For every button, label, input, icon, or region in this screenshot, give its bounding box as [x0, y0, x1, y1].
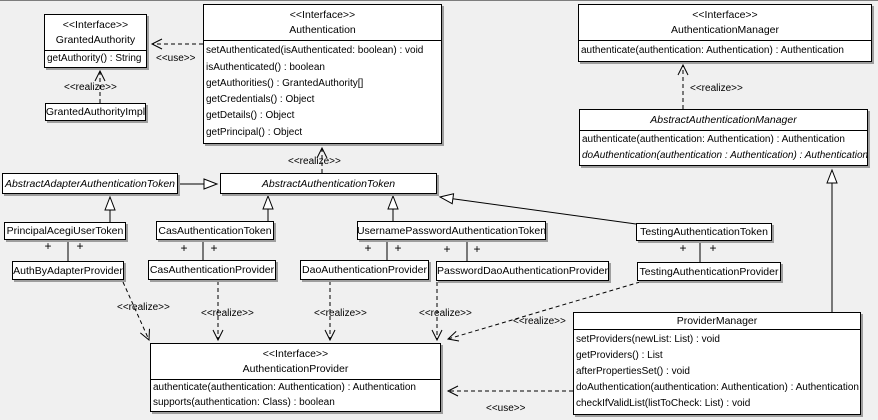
class-name: AbstractAuthenticationToken: [261, 177, 396, 190]
class-name: CasAuthenticationToken: [158, 224, 272, 237]
method-row: getAuthorities() : GrantedAuthority[]: [206, 77, 364, 89]
edge-label-use: <<use>>: [156, 53, 196, 64]
stereotype: <<Interface>>: [262, 348, 329, 360]
class-name: AuthenticationProvider: [242, 363, 349, 375]
method-row: afterPropertiesSet() : void: [576, 366, 690, 377]
class-granted-authority[interactable]: <<Interface>> GrantedAuthority getAuthor…: [44, 14, 147, 68]
class-name: PrincipalAcegiUserToken: [6, 225, 124, 237]
class-abstract-authentication-token[interactable]: AbstractAuthenticationToken: [220, 173, 437, 194]
class-name: CasAuthenticationProvider: [149, 264, 275, 276]
class-provider-manager[interactable]: ProviderManager setProviders(newList: Li…: [573, 312, 861, 415]
class-cas-authentication-token[interactable]: CasAuthenticationToken: [156, 221, 274, 240]
method-row: setAuthenticated(isAuthenticated: boolea…: [206, 45, 424, 57]
class-name: AbstractAuthenticationManager: [650, 113, 797, 126]
class-name: DaoAuthenticationProvider: [302, 264, 427, 276]
method-row: setProviders(newList: List) : void: [576, 334, 720, 345]
assoc-end-plus: +: [364, 241, 372, 255]
class-name: AuthByAdapterProvider: [13, 264, 123, 277]
assoc-end-plus: +: [443, 242, 451, 256]
assoc-end-plus: +: [679, 241, 687, 255]
stereotype: <<Interface>>: [692, 9, 758, 21]
assoc-end-plus: +: [180, 241, 188, 255]
class-abstract-authentication-manager[interactable]: AbstractAuthenticationManager authentica…: [579, 109, 868, 166]
edge-label-realize: <<realize>>: [419, 308, 472, 319]
class-name: AuthenticationManager: [671, 24, 779, 36]
stereotype: <<Interface>>: [62, 19, 129, 31]
assoc-end-plus: +: [44, 239, 52, 253]
class-authentication[interactable]: <<Interface>> Authentication setAuthenti…: [203, 4, 442, 144]
class-authentication-manager[interactable]: <<Interface>> AuthenticationManager auth…: [578, 4, 872, 62]
method-row: authenticate(authentication: Authenticat…: [582, 134, 845, 146]
assoc-end-plus: +: [709, 241, 717, 255]
edge-label-realize: <<realize>>: [513, 316, 566, 327]
method-row: getDetails() : Object: [206, 110, 295, 122]
class-granted-authority-impl[interactable]: GrantedAuthorityImpl: [45, 103, 146, 121]
edge-label-use: <<use>>: [486, 403, 526, 414]
method-row: getProviders() : List: [576, 350, 663, 361]
assoc-end-plus: +: [394, 241, 402, 255]
class-name: TestingAuthenticationToken: [640, 226, 768, 238]
stereotype: <<Interface>>: [289, 9, 356, 21]
class-password-dao-authentication-provider[interactable]: PasswordDaoAuthenticationProvider: [436, 261, 609, 281]
class-name: AbstractAdapterAuthenticationToken: [4, 177, 176, 190]
class-name: Authentication: [289, 24, 356, 36]
edge-label-realize: <<realize>>: [64, 82, 117, 93]
edge-label-realize: <<realize>>: [314, 308, 367, 319]
class-name: TestingAuthenticationProvider: [639, 265, 779, 278]
method-row: authenticate(authentication: Authenticat…: [153, 382, 416, 394]
assoc-end-plus: +: [210, 241, 218, 255]
class-name: GrantedAuthority: [55, 34, 136, 46]
method-row: getPrincipal() : Object: [206, 126, 303, 138]
method-row: getAuthority() : String: [47, 53, 142, 64]
class-name: UsernamePasswordAuthenticationToken: [356, 224, 547, 237]
method-row: getCredentials() : Object: [206, 94, 315, 106]
class-auth-by-adapter-provider[interactable]: AuthByAdapterProvider: [12, 261, 124, 280]
class-abstract-adapter-authentication-token[interactable]: AbstractAdapterAuthenticationToken: [2, 173, 178, 194]
edge-label-realize: <<realize>>: [117, 302, 170, 313]
edge-label-realize: <<realize>>: [288, 156, 341, 167]
class-testing-authentication-token[interactable]: TestingAuthenticationToken: [636, 223, 772, 241]
method-row: isAuthenticated() : boolean: [206, 61, 325, 73]
edge-realize-authbyadapter-provider: [122, 281, 150, 342]
edge-label-realize: <<realize>>: [201, 308, 254, 319]
method-row: doAuthentication(authentication: Authent…: [576, 382, 859, 393]
method-row: doAuthentication(authentication : Authen…: [582, 149, 867, 161]
edge-generalization-testing-token: [438, 193, 637, 225]
method-row: checkIfValidList(listToCheck: List) : vo…: [576, 398, 751, 409]
edge-label-realize: <<realize>>: [690, 83, 743, 94]
class-dao-authentication-provider[interactable]: DaoAuthenticationProvider: [300, 260, 429, 280]
class-name: PasswordDaoAuthenticationProvider: [437, 265, 609, 277]
edge-realize-testingprovider: [446, 281, 641, 342]
class-cas-authentication-provider[interactable]: CasAuthenticationProvider: [148, 260, 276, 280]
class-name: GrantedAuthorityImpl: [45, 106, 146, 118]
assoc-end-plus: +: [473, 242, 481, 256]
class-principal-acegi-user-token[interactable]: PrincipalAcegiUserToken: [4, 222, 126, 240]
assoc-end-plus: +: [76, 239, 84, 253]
class-testing-authentication-provider[interactable]: TestingAuthenticationProvider: [637, 262, 781, 281]
method-row: authenticate(authentication: Authenticat…: [581, 45, 844, 56]
method-row: supports(authentication: Class) : boolea…: [153, 396, 335, 408]
class-username-password-authentication-token[interactable]: UsernamePasswordAuthenticationToken: [357, 221, 546, 240]
class-authentication-provider[interactable]: <<Interface>> AuthenticationProvider aut…: [150, 343, 441, 412]
class-name: ProviderManager: [676, 314, 758, 327]
